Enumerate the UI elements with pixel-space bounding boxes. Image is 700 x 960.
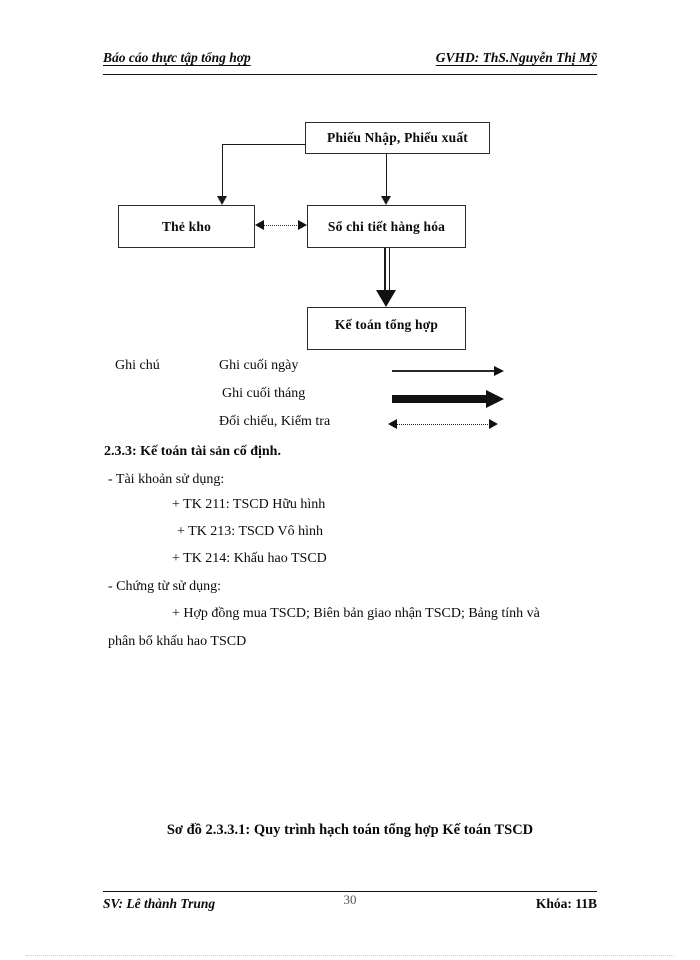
figure-caption: Sơ đồ 2.3.3.1: Quy trình hạch toán tổng … bbox=[166, 822, 534, 838]
legend-item-label-ghi-cuoi-thang: Ghi cuối tháng bbox=[222, 386, 306, 401]
header-rule bbox=[103, 74, 597, 75]
connector-so-chi-tiet-to-ke-toan-line1 bbox=[384, 248, 386, 300]
connector-phieu-to-the-kho-horizontal bbox=[222, 144, 306, 146]
legend-item-label-doi-chieu-kiem-tra: Đối chiếu, Kiểm tra bbox=[219, 414, 331, 429]
arrow-right-icon bbox=[298, 220, 307, 230]
body-line-chung-tu-list-part2: phân bổ khấu hao TSCD bbox=[108, 634, 247, 649]
scan-edge-artifact bbox=[26, 955, 674, 956]
legend-thin-arrow-right-icon bbox=[494, 366, 504, 376]
header-right-text: GVHD: ThS.Nguyễn Thị Mỹ bbox=[435, 50, 597, 65]
thick-arrow-down-icon bbox=[376, 290, 396, 307]
body-line-tk-211: + TK 211: TSCD Hữu hình bbox=[172, 497, 326, 512]
page-number: 30 bbox=[343, 892, 357, 907]
connector-so-chi-tiet-to-ke-toan-line2 bbox=[388, 248, 391, 300]
diagram-box-so-chi-tiet-hang-hoa: Sổ chi tiết hàng hóa bbox=[307, 205, 466, 248]
body-line-tk-214: + TK 214: Khấu hao TSCD bbox=[172, 551, 327, 566]
legend-thick-arrow-right-icon bbox=[486, 390, 504, 408]
page-footer: SV: Lê thành Trung Khóa: 11B bbox=[103, 896, 597, 920]
body-line-tai-khoan-su-dung: - Tài khoản sử dụng: bbox=[108, 472, 225, 487]
connector-phieu-to-so-chi-tiet bbox=[386, 154, 388, 198]
legend-title: Ghi chú bbox=[115, 358, 160, 373]
diagram-box-the-kho: Thẻ kho bbox=[118, 205, 255, 248]
connector-phieu-to-the-kho-vertical bbox=[222, 144, 224, 198]
footer-right-text: Khóa: 11B bbox=[535, 896, 597, 911]
body-line-chung-tu-su-dung: - Chứng từ sử dụng: bbox=[108, 579, 221, 594]
header-left-text: Báo cáo thực tập tổng hợp bbox=[103, 50, 251, 65]
diagram-box-phieu-nhap-xuat: Phiếu Nhập, Phiếu xuất bbox=[305, 122, 490, 154]
legend-dotted-arrow-left-icon bbox=[388, 419, 397, 429]
arrow-down-icon bbox=[217, 196, 227, 205]
flowchart-diagram: Phiếu Nhập, Phiếu xuất Thẻ kho Sổ chi ti… bbox=[0, 0, 700, 440]
legend-thick-arrow-line bbox=[392, 395, 488, 403]
arrow-down-icon bbox=[381, 196, 391, 205]
footer-rule bbox=[103, 891, 597, 892]
connector-the-kho-so-chi-tiet-dotted bbox=[263, 225, 299, 226]
page-header: Báo cáo thực tập tổng hợp GVHD: ThS.Nguy… bbox=[103, 50, 597, 74]
arrow-left-icon bbox=[255, 220, 264, 230]
legend-thin-arrow-line bbox=[392, 370, 495, 372]
footer-left-text: SV: Lê thành Trung bbox=[103, 896, 216, 911]
legend-dotted-arrow-line bbox=[396, 424, 490, 425]
body-line-tk-213: + TK 213: TSCD Vô hình bbox=[177, 524, 323, 539]
legend-item-label-ghi-cuoi-ngay: Ghi cuối ngày bbox=[219, 358, 299, 373]
diagram-box-ke-toan-tong-hop: Kế toán tổng hợp bbox=[307, 307, 466, 350]
legend-dotted-arrow-right-icon bbox=[489, 419, 498, 429]
body-line-chung-tu-list-part1: + Hợp đồng mua TSCD; Biên bản giao nhận … bbox=[172, 606, 540, 621]
section-heading-2-3-3: 2.3.3: Kế toán tài sản cố định. bbox=[104, 444, 281, 459]
